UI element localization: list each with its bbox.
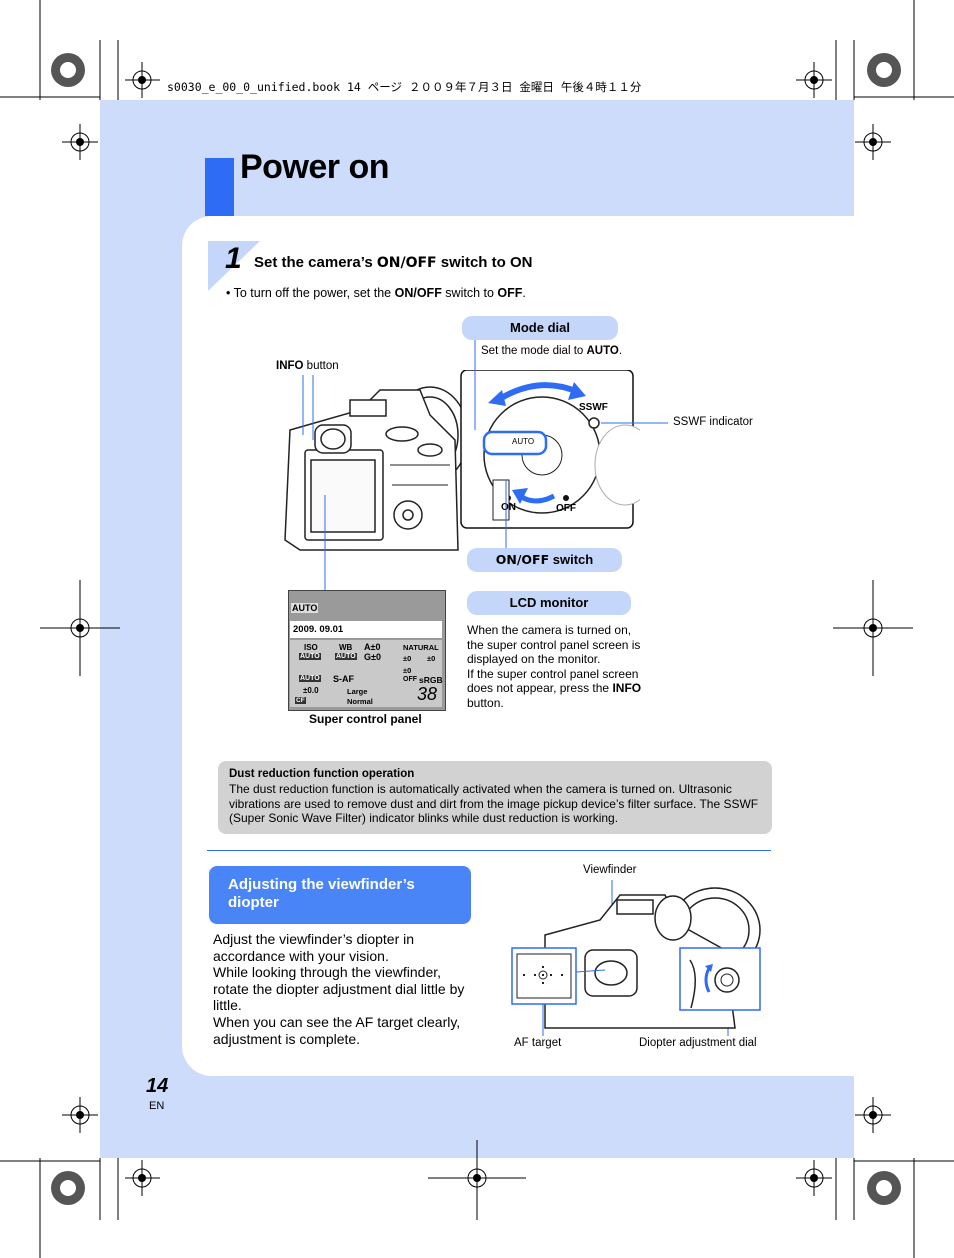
step-note: • To turn off the power, set the ON/OFF … xyxy=(226,286,526,300)
panel-flash-val: AUTO xyxy=(299,675,321,682)
panel-srgb: sRGB xyxy=(419,675,443,685)
diopter-heading-box xyxy=(209,866,471,924)
panel-wb-val: AUTO xyxy=(335,653,357,660)
lcd-text-line: If the super control panel screen xyxy=(467,666,639,681)
panel-iso: ISO xyxy=(304,643,318,652)
mode-dial-note-key: AUTO xyxy=(586,345,619,357)
note-key: ON/OFF xyxy=(394,286,442,300)
viewfinder-label: Viewfinder xyxy=(583,864,637,876)
diopter-heading: Adjusting the viewfinder’s diopter xyxy=(228,876,415,911)
panel-grid: ISO AUTO WB AUTO A±0 G±0 NATURAL ±0 ±0 A… xyxy=(290,640,443,707)
panel-a-val: A±0 xyxy=(364,642,381,652)
info-button-label: INFO button xyxy=(276,360,339,372)
super-control-panel: AUTO 2009. 09.01 ISO AUTO WB AUTO A±0 G±… xyxy=(288,590,446,711)
step-title-text: Set the camera’s xyxy=(254,254,377,271)
panel-zero2: ±0 xyxy=(427,654,436,663)
panel-zero3: ±0 xyxy=(403,666,412,675)
print-header: s0030_e_00_0_unified.book 14 ページ ２００９年７月… xyxy=(167,80,642,94)
lcd-text-line: does not appear, press the INFO xyxy=(467,681,667,696)
off-dial-text: OFF xyxy=(556,503,576,514)
lcd-text-line: displayed on the monitor. xyxy=(467,652,601,666)
mode-dial-label: Mode dial xyxy=(462,316,618,340)
note-key-off: OFF xyxy=(497,286,523,300)
auto-dial-text: AUTO xyxy=(512,437,535,446)
camera-illustration xyxy=(284,370,640,551)
onoff-switch-text: switch xyxy=(549,552,594,567)
step-title-text-end: switch to ON xyxy=(436,254,533,271)
panel-s-af: S-AF xyxy=(333,674,354,684)
viewfinder-illustration xyxy=(511,887,761,1029)
step-title: Set the camera’s ON/OFF switch to ON xyxy=(254,254,532,271)
lcd-monitor-text: When the camera is turned on, the super … xyxy=(467,623,667,710)
mode-dial-note-text: Set the mode dial to xyxy=(481,345,587,357)
step-number: 1 xyxy=(225,242,242,275)
step-marker-triangle xyxy=(208,241,260,291)
diopter-dial-label: Diopter adjustment dial xyxy=(639,1037,757,1049)
lcd-text-line: When the camera is turned on, xyxy=(467,623,632,637)
dust-note-title: Dust reduction function operation xyxy=(229,768,415,780)
lcd-monitor-label: LCD monitor xyxy=(467,591,631,615)
panel-size1: Large xyxy=(347,687,368,696)
panel-ev: ±0.0 xyxy=(303,686,319,695)
panel-size2: Normal xyxy=(347,697,373,706)
panel-date-row: 2009. 09.01 xyxy=(290,621,442,638)
panel-mode: AUTO xyxy=(291,603,319,613)
mode-dial-note: Set the mode dial to AUTO. xyxy=(481,345,622,357)
af-target-label: AF target xyxy=(514,1037,562,1049)
page-language: EN xyxy=(149,1100,165,1112)
step-title-key: ON/OFF xyxy=(376,255,437,271)
lcd-info-key: INFO xyxy=(612,681,642,695)
dust-note-box xyxy=(218,761,772,834)
onoff-switch-label: ON/OFF switch xyxy=(467,548,622,572)
diopter-text: Adjust the viewfinder’s diopter in accor… xyxy=(213,931,465,1047)
panel-natural: NATURAL xyxy=(403,643,439,652)
panel-shots: 38 xyxy=(417,684,438,704)
panel-iso-val: AUTO xyxy=(299,653,321,660)
super-control-panel-label: Super control panel xyxy=(309,712,422,726)
note-text: • To turn off the power, set the xyxy=(226,286,395,300)
title-accent-bar xyxy=(205,158,234,216)
info-key: INFO xyxy=(276,360,304,372)
page-number: 14 xyxy=(146,1075,169,1097)
page-title: Power on xyxy=(240,148,390,186)
on-dial-text: ON xyxy=(501,502,516,513)
onoff-key: ON/OFF xyxy=(495,552,550,567)
note-text-mid: switch to xyxy=(441,286,498,300)
dust-note-text: The dust reduction function is automatic… xyxy=(229,782,759,825)
panel-date: 2009. 09.01 xyxy=(293,624,344,635)
panel-wb: WB xyxy=(339,643,353,652)
sswf-indicator-label: SSWF indicator xyxy=(673,416,753,428)
note-text-end: . xyxy=(522,286,526,300)
panel-off: OFF xyxy=(403,676,417,683)
lcd-text-span: does not appear, press the xyxy=(467,681,613,695)
panel-g-val: G±0 xyxy=(364,652,381,662)
section-divider xyxy=(207,850,771,851)
info-button-text: button xyxy=(303,360,339,372)
lcd-text-line: button. xyxy=(467,695,504,710)
lcd-text-line: the super control panel screen is xyxy=(467,637,641,652)
mode-dial-note-end: . xyxy=(618,345,623,357)
sswf-dial-text: SSWF xyxy=(579,402,608,413)
panel-cf: CF xyxy=(295,697,306,704)
panel-zero1: ±0 xyxy=(403,654,412,663)
